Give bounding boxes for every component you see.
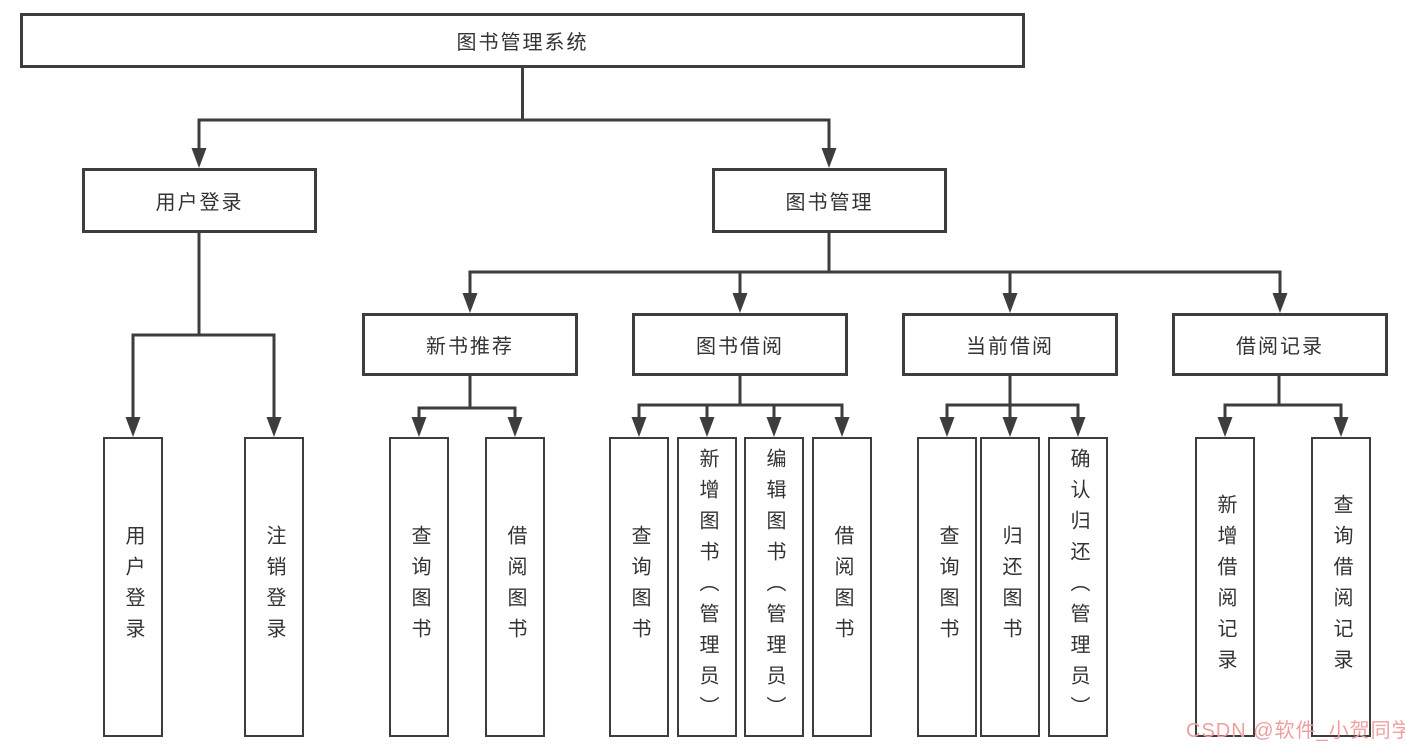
node-bb-add-books-admin-label: 新增图书（管理员） <box>696 447 718 727</box>
node-system-root: 图书管理系统 <box>20 13 1025 68</box>
node-book-management-module: 图书管理 <box>712 168 947 233</box>
node-new-book-recommend-label: 新书推荐 <box>426 336 514 358</box>
arrowhead-icon <box>766 417 782 437</box>
node-br-add-record-label: 新增借阅记录 <box>1214 494 1236 680</box>
arrowhead-icon <box>1333 417 1349 437</box>
node-new-book-recommend: 新书推荐 <box>362 313 578 376</box>
node-bb-borrow-books-label: 借阅图书 <box>831 525 853 649</box>
node-br-add-record: 新增借阅记录 <box>1195 437 1255 737</box>
node-book-borrowing: 图书借阅 <box>632 313 848 376</box>
node-cb-confirm-return-admin-label: 确认归还（管理员） <box>1067 447 1089 727</box>
arrowhead-icon <box>1217 417 1233 437</box>
arrowhead-icon <box>939 417 955 437</box>
node-user-login-label: 用户登录 <box>122 525 144 649</box>
node-logout: 注销登录 <box>244 437 304 737</box>
node-bb-borrow-books: 借阅图书 <box>812 437 872 737</box>
node-cb-return-books-label: 归还图书 <box>999 525 1021 649</box>
arrowhead-icon <box>631 417 647 437</box>
node-br-query-record: 查询借阅记录 <box>1311 437 1371 737</box>
arrowhead-icon <box>462 293 478 313</box>
node-nb-query-books: 查询图书 <box>389 437 449 737</box>
node-bb-edit-books-admin-label: 编辑图书（管理员） <box>763 447 785 727</box>
arrowhead-icon <box>1070 417 1086 437</box>
node-borrowing-records-label: 借阅记录 <box>1236 336 1324 358</box>
node-cb-confirm-return-admin: 确认归还（管理员） <box>1048 437 1108 737</box>
node-bb-edit-books-admin: 编辑图书（管理员） <box>744 437 804 737</box>
arrowhead-icon <box>191 148 207 168</box>
arrowhead-icon <box>1272 293 1288 313</box>
node-system-root-label: 图书管理系统 <box>456 32 589 54</box>
arrowhead-icon <box>125 417 141 437</box>
node-book-management-module-label: 图书管理 <box>785 192 874 214</box>
arrowhead-icon <box>699 417 715 437</box>
node-nb-query-books-label: 查询图书 <box>408 525 430 649</box>
node-user-login-module-label: 用户登录 <box>155 192 244 214</box>
node-nb-borrow-books-label: 借阅图书 <box>504 525 526 649</box>
node-bb-add-books-admin: 新增图书（管理员） <box>677 437 737 737</box>
node-logout-label: 注销登录 <box>263 525 285 649</box>
node-bb-query-books-label: 查询图书 <box>628 525 650 649</box>
arrowhead-icon <box>834 417 850 437</box>
node-cb-query-books: 查询图书 <box>917 437 977 737</box>
arrowhead-icon <box>1002 293 1018 313</box>
arrowhead-icon <box>411 417 427 437</box>
node-current-borrowing: 当前借阅 <box>902 313 1118 376</box>
node-user-login-module: 用户登录 <box>82 168 317 233</box>
node-borrowing-records: 借阅记录 <box>1172 313 1388 376</box>
node-br-query-record-label: 查询借阅记录 <box>1330 494 1352 680</box>
csdn-watermark: CSDN @软件_小贺同学 <box>1186 720 1405 742</box>
node-nb-borrow-books: 借阅图书 <box>485 437 545 737</box>
arrowhead-icon <box>821 148 837 168</box>
node-user-login: 用户登录 <box>103 437 163 737</box>
node-bb-query-books: 查询图书 <box>609 437 669 737</box>
arrowhead-icon <box>507 417 523 437</box>
node-cb-return-books: 归还图书 <box>980 437 1040 737</box>
arrowhead-icon <box>732 293 748 313</box>
node-cb-query-books-label: 查询图书 <box>936 525 958 649</box>
node-book-borrowing-label: 图书借阅 <box>696 336 784 358</box>
arrowhead-icon <box>266 417 282 437</box>
arrowhead-icon <box>1002 417 1018 437</box>
node-current-borrowing-label: 当前借阅 <box>966 336 1054 358</box>
